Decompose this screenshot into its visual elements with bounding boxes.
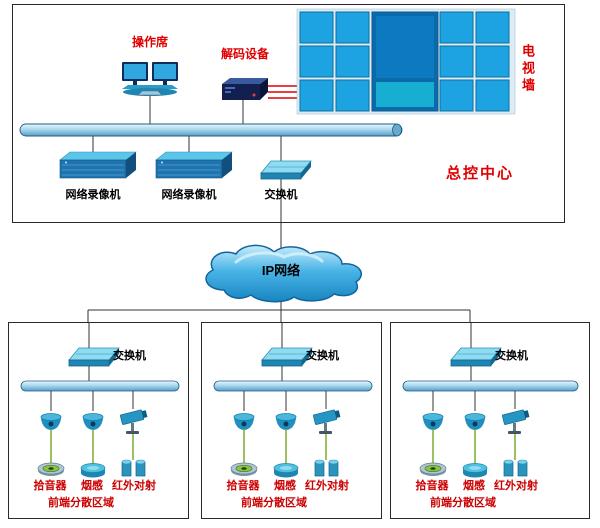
box-camera-icon (313, 409, 341, 434)
ir-beam-icon (121, 459, 146, 477)
dome-camera-icon (275, 413, 297, 430)
pickup-label: 拾音器 (226, 480, 260, 492)
switch-icon (260, 160, 312, 180)
dome-camera-icon (40, 413, 62, 430)
ir-label: 红外对射 (494, 480, 538, 492)
switch-icon (68, 347, 120, 367)
zone-bus-bar (402, 380, 579, 392)
ir-beam-icon (314, 459, 339, 477)
zone-3-graphics (402, 323, 579, 478)
zone-bus-bar (20, 380, 180, 392)
decoder-icon (222, 78, 268, 100)
dome-camera-icon (82, 413, 104, 430)
switch-icon (261, 347, 313, 367)
audio-pickup-icon (37, 462, 65, 476)
audio-pickup-icon (419, 462, 447, 476)
zone-2-box: 交换机 拾音器 烟感 红外对射 前端分散区域 (201, 322, 382, 519)
box-camera-icon (502, 409, 530, 434)
main-bus-bar (19, 123, 403, 137)
switch-icon (450, 347, 502, 367)
pickup-label: 拾音器 (415, 480, 449, 492)
workstation-icon (122, 62, 178, 96)
zone-3-box: 交换机 拾音器 烟感 红外对射 前端分散区域 (390, 322, 590, 519)
ir-beam-icon (503, 459, 528, 477)
dome-camera-icon (464, 413, 486, 430)
nvr-icon (155, 151, 233, 179)
nvr-icon (59, 151, 137, 179)
nvr2-label: 网络录像机 (161, 189, 217, 201)
zone-1-box: 交换机 拾音器 烟感 红外对射 前端分散区域 (8, 322, 189, 519)
control-center-label: 总控中心 (445, 165, 514, 182)
zone-switch-label: 交换机 (495, 350, 528, 362)
video-links (268, 85, 300, 99)
audio-pickup-icon (230, 462, 258, 476)
control-center-section (12, 4, 565, 223)
zone-switch-label: 交换机 (306, 350, 339, 362)
zone-switch-label: 交换机 (113, 350, 146, 362)
zone-2-graphics (213, 323, 373, 478)
operator-label: 操作席 (131, 35, 168, 49)
ir-label: 红外对射 (305, 480, 349, 492)
dome-camera-icon (233, 413, 255, 430)
dome-camera-icon (422, 413, 444, 430)
smoke-label: 烟感 (81, 480, 103, 492)
smoke-label: 烟感 (463, 480, 485, 492)
smoke-label: 烟感 (274, 480, 296, 492)
ip-network-label: IP网络 (261, 263, 301, 278)
zone-1-graphics (20, 323, 180, 478)
decoder-label: 解码设备 (220, 47, 269, 61)
pickup-label: 拾音器 (33, 480, 67, 492)
nvr1-label: 网络录像机 (65, 189, 121, 201)
area-label: 前端分散区域 (241, 497, 307, 509)
box-camera-icon (120, 409, 148, 434)
cloud-icon (205, 244, 362, 303)
smoke-detector-icon (462, 463, 488, 478)
switch-label: 交换机 (264, 189, 298, 201)
tv-wall-icon (296, 8, 516, 115)
smoke-detector-icon (273, 463, 299, 478)
area-label: 前端分散区域 (430, 497, 496, 509)
ir-label: 红外对射 (112, 480, 156, 492)
zone-bus-bar (213, 380, 373, 392)
tv-wall-label: 电视墙 (519, 43, 535, 95)
smoke-detector-icon (80, 463, 106, 478)
area-label: 前端分散区域 (48, 497, 114, 509)
